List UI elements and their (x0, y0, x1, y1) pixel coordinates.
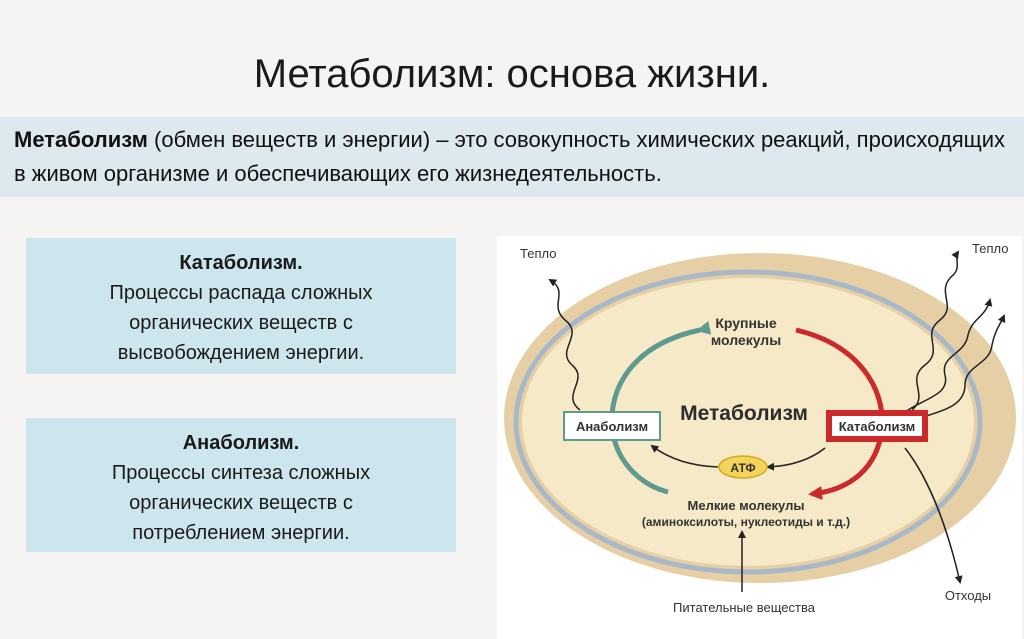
definition-text: (обмен веществ и энергии) – это совокупн… (14, 127, 1006, 186)
waste-label: Отходы (945, 588, 991, 603)
small-molecules-detail: (аминоксилоты, нуклеотиды и т.д.) (642, 515, 850, 529)
page-title: Метаболизм: основа жизни. (253, 52, 771, 96)
waste-arrow (904, 447, 963, 584)
anabolism-line: органических веществ с (129, 492, 353, 514)
cell-membrane (513, 269, 983, 575)
heat-arrow-right-3 (919, 314, 1006, 419)
atp-to-anabolism-arrow (650, 444, 719, 468)
definition-term: Метаболизм (14, 127, 148, 152)
large-molecules-label: молекулы (711, 332, 781, 348)
catabolism-heading: Катаболизм. (179, 252, 303, 274)
catabolism-line: высвобождением энергии. (117, 342, 365, 364)
atp-badge (718, 455, 768, 479)
cell-inner (522, 278, 974, 566)
catabolism-tag-label: Катаболизм (839, 419, 916, 434)
heat-arrow-left (548, 278, 581, 411)
anabolism-tag-label: Анаболизм (576, 419, 648, 434)
atp-label: АТФ (730, 461, 755, 475)
large-molecules-label: Крупные (715, 315, 777, 331)
catabolism-to-atp-arrow (766, 447, 826, 471)
catabolism-tag-inner (832, 416, 922, 436)
definition-block: Метаболизм (обмен веществ и энергии) – э… (0, 117, 1024, 197)
catabolism-box: Катаболизм. Процессы распада сложных орг… (26, 238, 456, 374)
nutrients-label: Питательные вещества (673, 600, 816, 615)
heat-arrow-right-1 (911, 250, 960, 411)
anabolism-line: Процессы синтеза сложных (111, 462, 371, 484)
catabolism-line: органических веществ с (129, 312, 353, 334)
heat-right-label: Тепло (972, 241, 1008, 256)
anabolism-heading: Анаболизм. (182, 432, 300, 454)
anabolism-line: потреблением энергии. (132, 522, 350, 544)
metabolism-center-label: Метаболизм (680, 402, 808, 425)
anabolism-tag (563, 411, 661, 441)
heat-left-label: Тепло (520, 246, 556, 261)
anabolism-box: Анаболизм. Процессы синтеза сложных орга… (26, 418, 456, 552)
catabolism-line: Процессы распада сложных (109, 282, 373, 304)
small-molecules-label: Мелкие молекулы (688, 498, 805, 513)
heat-arrow-right-2 (904, 298, 993, 413)
